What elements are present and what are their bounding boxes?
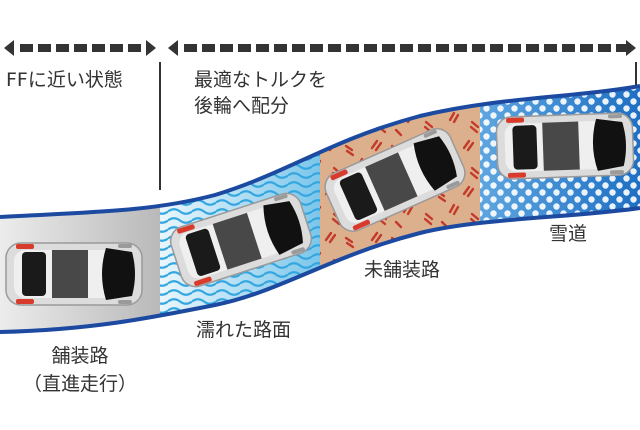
- road-edge-top: [0, 84, 640, 219]
- car-snow: [495, 111, 635, 181]
- paved-sublabel: （直進走行）: [22, 373, 137, 395]
- unpaved-label: 未舗装路: [364, 259, 441, 281]
- road-edge-bottom: [0, 206, 640, 334]
- optimal-torque-label-line2: 後輪へ配分: [194, 95, 290, 117]
- optimal-torque-span-arrow: [168, 40, 636, 56]
- snow-label: 雪道: [549, 223, 588, 245]
- ff-span-arrow: [4, 40, 156, 56]
- wet-label: 濡れた路面: [196, 319, 292, 341]
- paved-label: 舗装路: [51, 345, 109, 367]
- ff-label: FFに近い状態: [6, 69, 123, 91]
- car-paved: [5, 242, 143, 306]
- optimal-torque-label-line1: 最適なトルクを: [194, 69, 328, 91]
